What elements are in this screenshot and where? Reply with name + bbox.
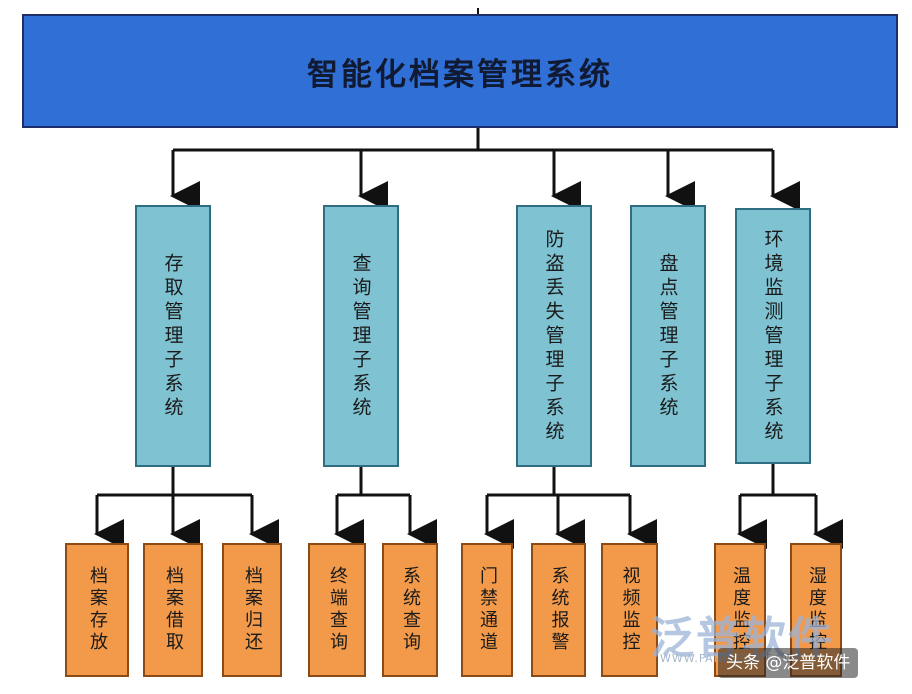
leaf-node-system-alarm: 系统报警 [531,543,586,677]
leaf-node-archive-return: 档案归还 [222,543,282,677]
leaf-label: 湿度监控 [806,566,827,654]
leaf-label: 终端查询 [327,566,348,654]
subsystem-label-inventory: 盘点管理子系统 [656,253,679,421]
leaf-node-video-monitor: 视频监控 [601,543,658,677]
leaf-label: 系统查询 [400,566,421,654]
root-node: 智能化档案管理系统 [22,14,898,128]
leaf-node-archive-storage: 档案存放 [65,543,129,677]
subsystem-node-inventory: 盘点管理子系统 [630,205,706,467]
leaf-label: 系统报警 [548,566,570,654]
leaf-label: 门禁通道 [477,566,498,654]
subsystem-node-access: 存取管理子系统 [135,205,211,467]
subsystem-label-access: 存取管理子系统 [161,253,184,421]
subsystem-label-environment: 环境监测管理子系统 [761,229,784,445]
subsystem-node-query: 查询管理子系统 [323,205,399,467]
subsystem-node-antitheft: 防盗丢失管理子系统 [516,205,592,467]
watermark-credit: 头条 @泛普软件 [718,648,859,678]
leaf-node-system-query: 系统查询 [382,543,438,677]
subsystem-label-antitheft: 防盗丢失管理子系统 [542,229,565,445]
subsystem-label-query: 查询管理子系统 [349,253,372,421]
leaf-label: 档案归还 [242,566,263,654]
leaf-label: 温度监控 [730,566,751,654]
root-label: 智能化档案管理系统 [307,56,613,93]
leaf-label: 档案借取 [163,566,184,654]
leaf-node-terminal-query: 终端查询 [308,543,366,677]
leaf-label: 档案存放 [87,566,108,654]
leaf-node-access-gate: 门禁通道 [461,543,513,677]
leaf-label: 视频监控 [619,566,641,654]
subsystem-node-environment: 环境监测管理子系统 [735,208,811,464]
leaf-node-archive-borrow: 档案借取 [143,543,203,677]
